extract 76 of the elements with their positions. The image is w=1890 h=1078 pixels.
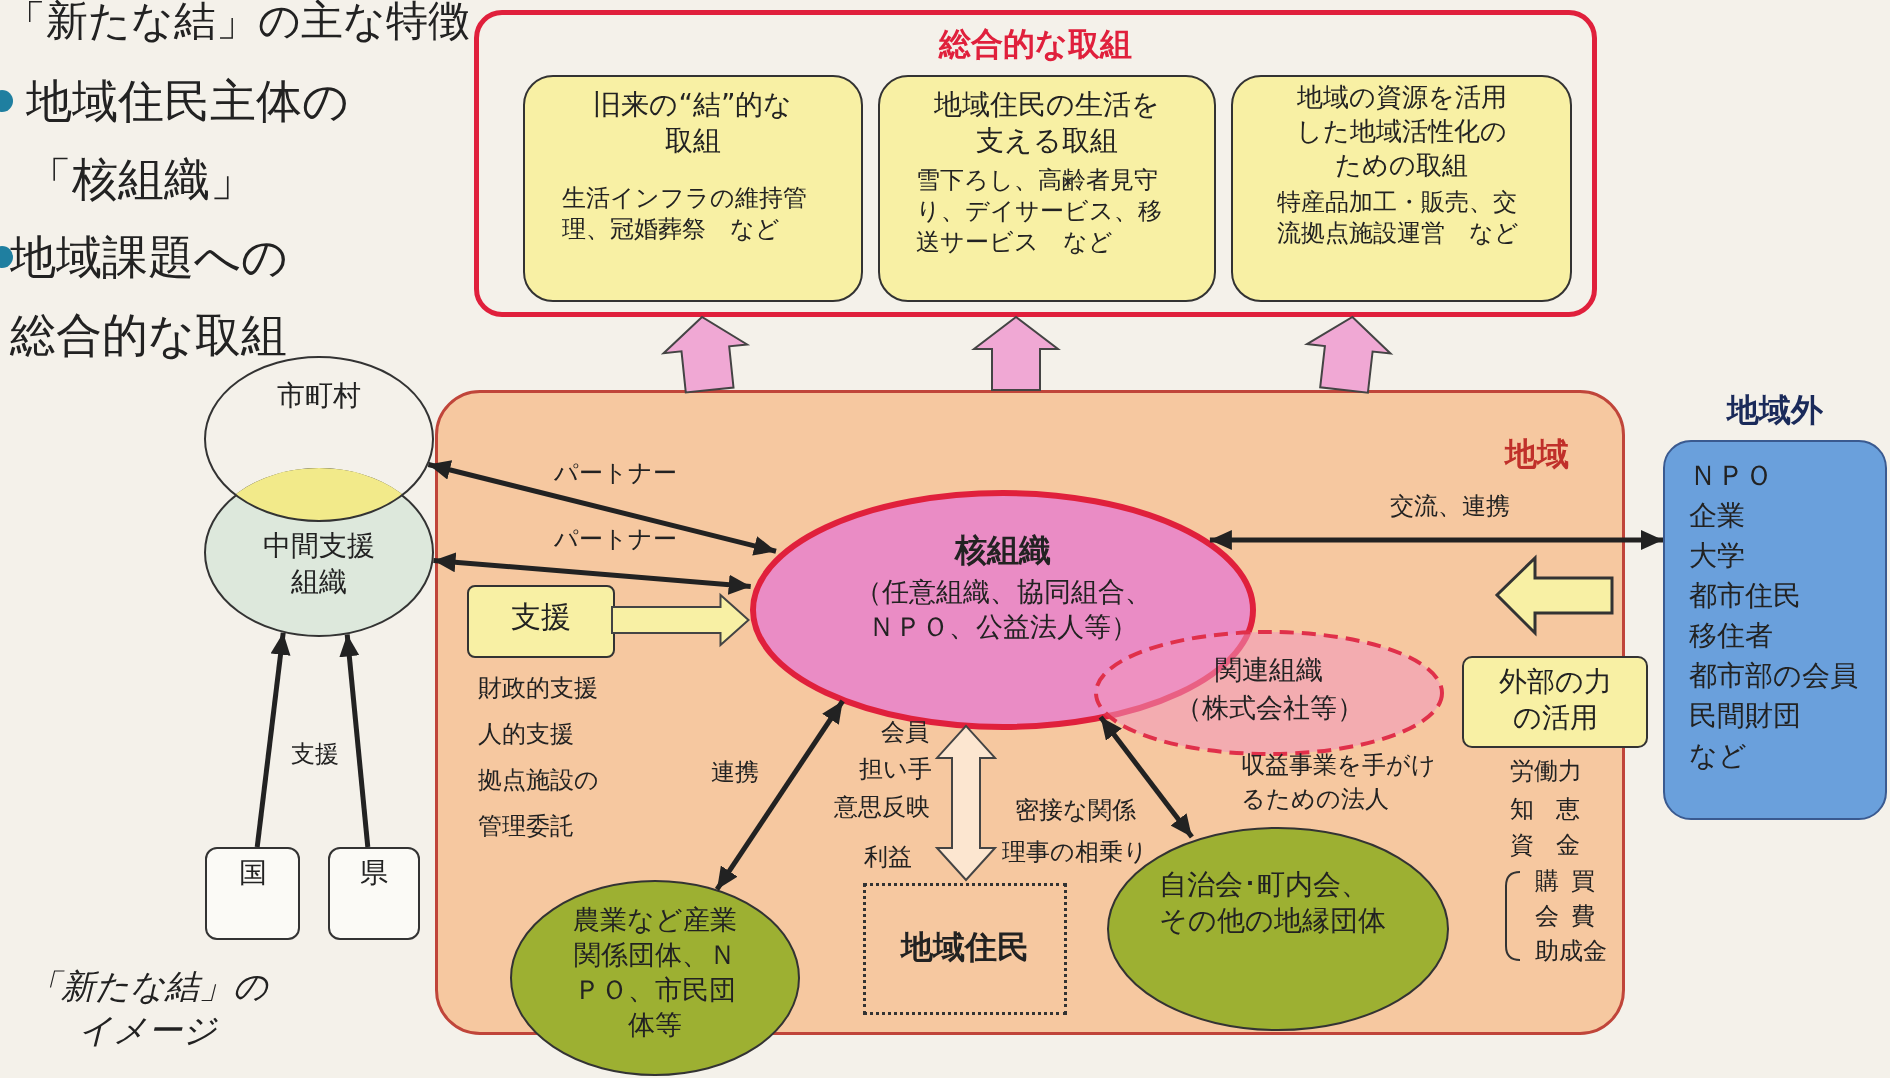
outside-power-box: [1462, 656, 1648, 748]
side-note: 収益事業を手がけるための法人: [1241, 750, 1437, 815]
group-frame: [474, 10, 1597, 317]
node-title: 総合的な取組: [937, 24, 1133, 65]
group-ellipse: [510, 880, 800, 1076]
node-text: （任意組織、協同組合、ＮＰＯ、公益法人等）: [853, 575, 1153, 645]
list-item: 移住者: [1689, 618, 1774, 654]
side-note: 資金: [1510, 830, 1603, 861]
node-title: 市町村: [276, 378, 362, 414]
caption: 「新たな結」のイメージ: [25, 965, 270, 1053]
node-title: 自治会･町内会、その他の地縁団体: [1159, 867, 1387, 940]
node-title: 関連組織: [1214, 653, 1324, 687]
double-arrow: [714, 699, 845, 891]
list-item: 都市部の会員: [1689, 658, 1859, 694]
double-arrow: [433, 552, 751, 595]
edge-label: 連携: [710, 757, 760, 788]
list-item: ＮＰＯ: [1689, 458, 1774, 494]
side-note: 助成金: [1535, 936, 1608, 967]
node-title: 地域の資源を活用した地域活性化のための取組: [1295, 81, 1508, 182]
node-title: 地域外: [1725, 390, 1824, 431]
list-item: 大学: [1689, 538, 1746, 574]
node-title: 中間支援組織: [262, 528, 376, 601]
government-box: [328, 847, 420, 940]
node-text: 特産品加工・販売、交流拠点施設運営 など: [1276, 187, 1520, 250]
annotation-text: 意思反映: [833, 792, 931, 823]
residents-box: [863, 883, 1067, 1015]
edge-label: 交流、連携: [1389, 491, 1511, 522]
side-note: 人的支援: [478, 719, 575, 750]
side-note: 財政的支援: [478, 673, 599, 704]
list-item: 企業: [1689, 498, 1746, 534]
list-item: 都市住民: [1689, 578, 1802, 614]
block-arrow: [1303, 315, 1394, 394]
arrow: [254, 632, 291, 848]
government-box: [205, 847, 300, 940]
side-note: 労働力: [1510, 756, 1583, 787]
list-item: など: [1689, 738, 1748, 774]
node-text: 生活インフラの維持管理、冠婚葬祭 など: [562, 183, 808, 246]
support-box: [467, 585, 615, 658]
block-arrow: [971, 315, 1061, 391]
annotation-text: 会員: [880, 717, 930, 748]
side-note: 会費: [1535, 901, 1608, 932]
double-arrow: [427, 460, 777, 556]
block-arrow: [934, 724, 998, 882]
edge-label: パートナー: [552, 524, 678, 555]
activity-box: [878, 75, 1216, 302]
double-arrow: [1209, 530, 1663, 550]
bullet-text: 地域住民主体の「核組織」: [26, 73, 350, 208]
side-note: 知恵: [1510, 794, 1603, 825]
node-title: 外部の力の活用: [1497, 664, 1613, 737]
node-text: （株式会社等）: [1173, 691, 1365, 725]
block-arrow: [660, 315, 751, 394]
annotation-text: 利益: [863, 842, 913, 873]
node-title: 核組織: [953, 530, 1052, 571]
annotation-text: 担い手: [857, 754, 933, 785]
double-arrow: [1098, 715, 1194, 839]
node-title: 支援: [510, 598, 572, 636]
node-title: 地域住民: [899, 927, 1030, 968]
bullet-text: 地域課題への総合的な取組: [10, 229, 289, 364]
node-title: 国: [237, 855, 268, 891]
node-text: 雪下ろし、高齢者見守り、デイサービス、移送サービス など: [916, 165, 1163, 259]
edge-label: 密接な関係: [1013, 795, 1137, 826]
activity-box: [1231, 75, 1572, 302]
node-title: 地域住民の生活を支える取組: [933, 87, 1161, 160]
side-note: 拠点施設の管理委託: [478, 765, 600, 842]
annotation-text: 理事の相乗り: [1001, 837, 1149, 868]
annotation-text: 支援: [290, 739, 340, 770]
block-arrow: [611, 592, 750, 648]
edge-label: パートナー: [552, 458, 678, 489]
list-item: 民間財団: [1689, 698, 1802, 734]
node-title: 県: [359, 855, 389, 891]
node-title: 地域: [1503, 434, 1570, 475]
activity-box: [523, 75, 863, 302]
node-title: 旧来の“結”的な取組: [592, 87, 794, 160]
arrow: [339, 634, 371, 848]
side-note: 購買: [1535, 866, 1608, 897]
node-title: 農業など産業関係団体、ＮＰＯ、市民団体等: [572, 903, 738, 1043]
